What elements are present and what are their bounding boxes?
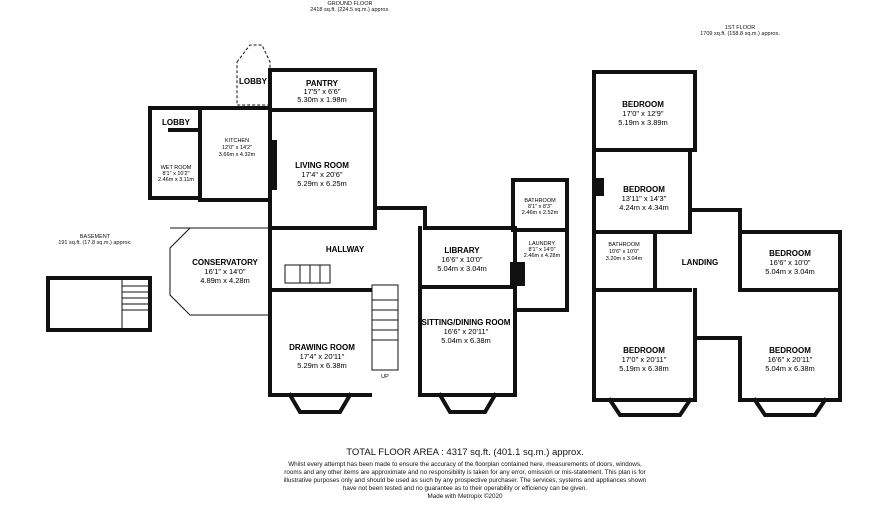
disclaimer: Whilst every attempt has been made to en…: [283, 461, 647, 492]
library-metric: 5.04m x 3.04m: [437, 264, 487, 273]
ground-floor-title: GROUND FLOOR: [327, 1, 373, 7]
wet-room-label: WET ROOM: [161, 165, 192, 171]
sitting-room-metric: 5.04m x 6.38m: [441, 336, 491, 345]
pantry-imperial: 17'5" x 6'6": [304, 87, 341, 96]
footer: TOTAL FLOOR AREA : 4317 sq.ft. (401.1 sq…: [280, 447, 650, 501]
kitchen-imperial: 12'0" x 14'2": [222, 145, 252, 151]
ground-bathroom-metric: 2.46m x 2.52m: [522, 210, 559, 216]
landing-label: LANDING: [682, 258, 718, 267]
first-floor-plan: [592, 70, 842, 417]
first-floor-area: 1709 sq.ft. (158.8 sq.m.) approx.: [700, 31, 780, 37]
first-floor-header: 1ST FLOOR 1709 sq.ft. (158.8 sq.m.) appr…: [660, 25, 820, 37]
conservatory-label: CONSERVATORY: [192, 258, 258, 267]
drawing-room-imperial: 17'4" x 20'11": [300, 352, 345, 361]
pantry-label: PANTRY: [306, 79, 339, 88]
bedroom-4-label: BEDROOM: [623, 346, 665, 355]
kitchen-metric: 3.66m x 4.32m: [219, 152, 256, 158]
bedroom-1-label: BEDROOM: [622, 100, 664, 109]
bedroom-1-metric: 5.19m x 3.89m: [618, 118, 668, 127]
pantry-metric: 5.30m x 1.98m: [297, 95, 347, 104]
ground-bathroom-imperial: 8'1" x 8'3": [528, 204, 552, 210]
ground-floor-area: 2418 sq.ft. (224.5 sq.m.) approx.: [310, 7, 390, 13]
bedroom-5-label: BEDROOM: [769, 346, 811, 355]
sitting-room-label: SITTING/DINING ROOM: [422, 318, 511, 327]
credit: Made with Metropix ©2020: [427, 493, 503, 500]
basement-plan: [46, 276, 152, 332]
conservatory-imperial: 16'1" x 14'0": [204, 267, 245, 276]
first-bathroom-label: BATHROOM: [608, 242, 640, 248]
living-room-imperial: 17'4" x 20'6": [301, 170, 342, 179]
basement-title: BASEMENT: [79, 234, 111, 240]
first-bathroom-metric: 3.20m x 3.04m: [606, 256, 643, 262]
living-room-metric: 5.29m x 6.25m: [297, 179, 347, 188]
lobby-label: LOBBY: [162, 118, 191, 127]
wet-room-metric: 2.46m x 3.11m: [158, 177, 194, 183]
library-label: LIBRARY: [444, 246, 480, 255]
drawing-room-metric: 5.29m x 6.38m: [297, 361, 347, 370]
laundry-label: LAUNDRY: [529, 241, 556, 247]
bedroom-2-imperial: 13'11" x 14'3": [622, 194, 667, 203]
bedroom-4-imperial: 17'0" x 20'11": [622, 355, 667, 364]
bedroom-3-imperial: 16'6" x 10'0": [769, 258, 810, 267]
basement-area: 191 sq.ft. (17.8 sq.m.) approx.: [58, 240, 132, 246]
ground-floor-plan: [148, 44, 569, 414]
drawing-room-label: DRAWING ROOM: [289, 343, 355, 352]
living-room-label: LIVING ROOM: [295, 161, 349, 170]
kitchen-label: KITCHEN: [225, 138, 249, 144]
room-labels: LOBBY PANTRY 17'5" x 6'6" 5.30m x 1.98m …: [158, 77, 815, 380]
sitting-room-imperial: 16'6" x 20'11": [444, 327, 489, 336]
wet-room-imperial: 8'1" x 10'2": [162, 171, 189, 177]
bedroom-3-label: BEDROOM: [769, 249, 811, 258]
first-floor-title: 1ST FLOOR: [724, 25, 756, 31]
bedroom-1-imperial: 17'0" x 12'9": [622, 109, 663, 118]
library-imperial: 16'6" x 10'0": [441, 255, 482, 264]
laundry-metric: 2.46m x 4.28m: [524, 253, 561, 259]
bedroom-2-label: BEDROOM: [623, 185, 665, 194]
ground-bathroom-label: BATHROOM: [524, 198, 556, 204]
porch-lobby-label: LOBBY: [239, 77, 268, 86]
laundry-imperial: 8'1" x 14'0": [528, 247, 555, 253]
first-bathroom-imperial: 10'6" x 10'0": [609, 249, 639, 255]
bedroom-4-metric: 5.19m x 6.38m: [619, 364, 669, 373]
bedroom-2-metric: 4.24m x 4.34m: [619, 203, 669, 212]
conservatory-metric: 4.89m x 4.28m: [200, 276, 250, 285]
stairs-up-label: UP: [381, 374, 389, 380]
bedroom-3-metric: 5.04m x 3.04m: [765, 267, 815, 276]
bedroom-5-imperial: 16'6" x 20'11": [768, 355, 813, 364]
basement-header: BASEMENT 191 sq.ft. (17.8 sq.m.) approx.: [25, 234, 165, 246]
ground-floor-header: GROUND FLOOR 2418 sq.ft. (224.5 sq.m.) a…: [270, 1, 430, 13]
bedroom-5-metric: 5.04m x 6.38m: [765, 364, 815, 373]
hallway-label: HALLWAY: [326, 245, 365, 254]
total-floor-area: TOTAL FLOOR AREA : 4317 sq.ft. (401.1 sq…: [346, 447, 584, 458]
